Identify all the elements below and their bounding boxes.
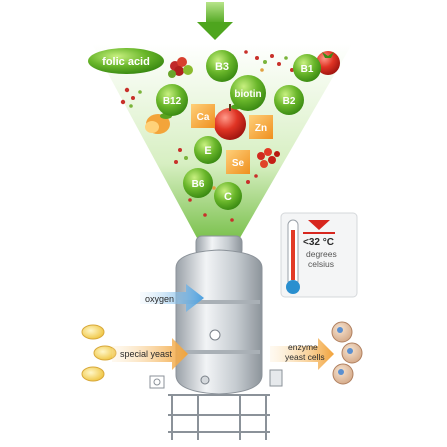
thermometer-icon <box>286 219 300 294</box>
vessel-legs <box>168 394 270 440</box>
fruit-decorations <box>120 50 340 222</box>
nutrient-label: Ca <box>197 112 210 123</box>
nutrient-label: C <box>224 191 232 203</box>
nutrient-label: B3 <box>215 61 229 73</box>
oxygen-label: oxygen <box>145 294 174 304</box>
yeast-granules-icon <box>81 324 117 382</box>
nutrient-c: C <box>214 182 242 210</box>
nutrient-biotin: biotin <box>230 75 266 111</box>
nutrient-label: B6 <box>192 179 205 190</box>
enzyme-output: enzyme yeast cells <box>270 321 363 385</box>
grapes-icon <box>168 57 193 78</box>
temperature-marker-icon <box>308 220 330 230</box>
fermenter-vessel <box>149 235 283 440</box>
yeast-input: special yeast <box>81 324 188 382</box>
berries-icon <box>257 148 280 168</box>
nutrient-label: B12 <box>163 96 182 107</box>
nutrient-se: Se <box>226 150 250 174</box>
temperature-value: <32 °C <box>303 237 334 248</box>
nutrient-b1: B1 <box>293 54 321 82</box>
nutrient-b2: B2 <box>274 85 304 115</box>
seed-dots <box>120 50 294 222</box>
special-yeast-label: special yeast <box>120 349 173 359</box>
yeast-arrow <box>112 338 188 370</box>
nutrient-e: E <box>194 136 222 164</box>
nutrient-label: B2 <box>283 96 296 107</box>
nutrient-zn: Zn <box>249 115 273 139</box>
nutrient-b12: B12 <box>156 84 188 116</box>
input-arrow-down <box>197 2 233 40</box>
nutrient-label: Se <box>232 158 245 169</box>
temperature-unit-line1: degrees <box>306 249 337 259</box>
thermometer-panel: <32 °C degrees celsius <box>280 212 358 298</box>
oxygen-arrow <box>140 284 204 312</box>
yeast-cells-icon <box>331 321 363 385</box>
temperature-unit-line2: celsius <box>308 259 334 269</box>
nutrient-b6: B6 <box>183 168 213 198</box>
orange-fruit-icon <box>145 113 172 134</box>
nutrient-label: biotin <box>234 89 261 100</box>
nutrient-folic-acid: folic acid <box>88 48 164 74</box>
output-label-line1: enzyme <box>288 342 318 352</box>
output-label-line2: yeast cells <box>285 352 325 362</box>
oxygen-input: oxygen <box>140 284 204 312</box>
nutrient-label: E <box>204 145 211 157</box>
nutrient-ca: Ca <box>191 104 215 128</box>
nutrient-b3: B3 <box>206 50 238 82</box>
tomato-icon <box>316 51 340 75</box>
output-arrow <box>270 338 334 370</box>
nutrient-label: B1 <box>301 64 314 75</box>
nutrient-label: folic acid <box>102 56 150 68</box>
nutrient-label: Zn <box>255 123 267 134</box>
